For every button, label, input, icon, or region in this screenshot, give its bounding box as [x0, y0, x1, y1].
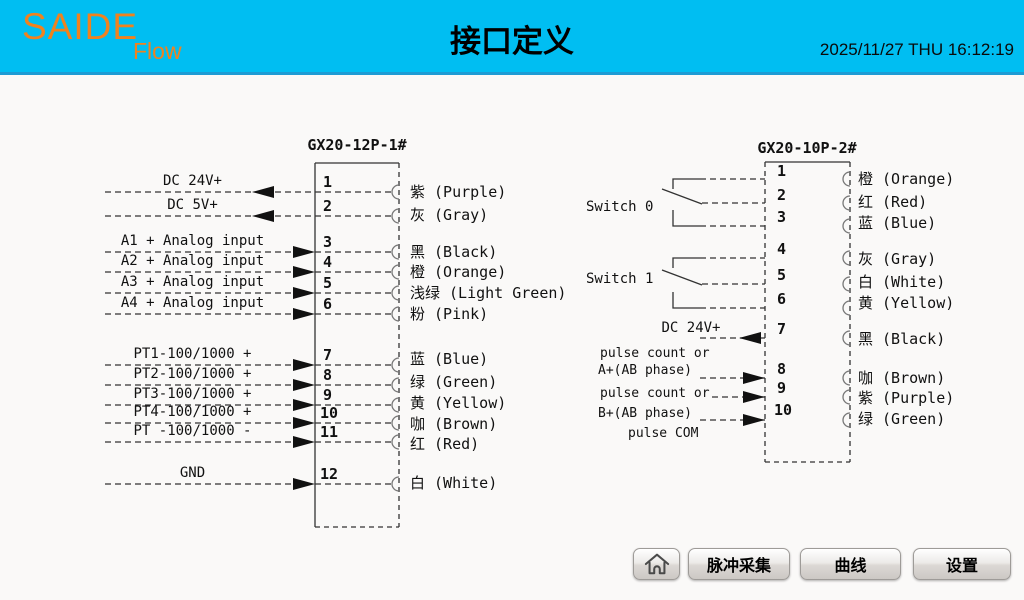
pin-number: 4: [323, 253, 333, 271]
wire-color-label: 白 (White): [858, 273, 946, 291]
right-connector-sockets: [842, 171, 851, 428]
right-connector-arrows: [739, 332, 765, 426]
settings-button[interactable]: 设置: [913, 548, 1011, 580]
pin-signal-label: PT1-100/1000 +: [133, 346, 252, 362]
pin-number: 9: [777, 379, 787, 397]
pin-number: 12: [320, 465, 339, 483]
wire-color-label: 黑 (Black): [410, 243, 498, 261]
pin-signal-label: A2 + Analog input: [120, 253, 265, 269]
pin-number: 6: [323, 295, 333, 313]
wire-color-label: 灰 (Gray): [858, 250, 937, 268]
wire-color-label: 红 (Red): [410, 435, 480, 453]
left-connector-title: GX20-12P-1#: [307, 136, 407, 154]
wire-color-label: 橙 (Orange): [858, 170, 955, 188]
pin-signal-label: GND: [179, 465, 206, 481]
pin-number: 10: [774, 401, 793, 419]
pin-signal-label: DC 24V+: [162, 173, 222, 189]
pin-number: 7: [777, 320, 787, 338]
pin-number: 10: [320, 404, 339, 422]
wire-color-label: 咖 (Brown): [858, 369, 946, 387]
wire-color-label: 绿 (Green): [410, 373, 498, 391]
wire-color-label: 黄 (Yellow): [410, 394, 507, 412]
pulse-label: pulse count or: [600, 346, 710, 361]
pin-number: 7: [323, 346, 333, 364]
wire-color-label: 黑 (Black): [858, 330, 946, 348]
switch-0-symbol: [661, 178, 703, 227]
switch0-label: Switch 0: [586, 199, 654, 215]
wire-color-label: 咖 (Brown): [410, 415, 498, 433]
pin-number: 3: [777, 208, 787, 226]
curve-button[interactable]: 曲线: [800, 548, 901, 580]
pin-signal-label: PT -100/1000 -: [133, 423, 252, 439]
wire-color-label: 蓝 (Blue): [410, 350, 489, 368]
pulse-label: pulse COM: [628, 426, 699, 441]
wire-color-label: 蓝 (Blue): [858, 214, 937, 232]
switch1-label: Switch 1: [586, 271, 654, 287]
pin-number: 8: [777, 360, 787, 378]
right-connector-wires: [700, 178, 765, 421]
pin-signal-label: PT2-100/1000 +: [133, 366, 252, 382]
pin-number: 5: [323, 274, 333, 292]
pin-number: 2: [777, 186, 787, 204]
pin-signal-label: A4 + Analog input: [120, 295, 265, 311]
header-bar: SAIDE Flow 接口定义 2025/11/27 THU 16:12:19: [0, 0, 1024, 75]
pin-number: 4: [777, 240, 787, 258]
pin-signal-label: A1 + Analog input: [120, 233, 265, 249]
home-icon: [644, 553, 669, 575]
pin-signal-label: PT4-100/1000 +: [133, 404, 252, 420]
dc24v-label: DC 24V+: [661, 320, 721, 336]
pin-signal-label: DC 5V+: [167, 197, 218, 213]
pin-number: 2: [323, 197, 333, 215]
page-title: 接口定义: [450, 24, 574, 59]
wire-color-label: 浅绿 (Light Green): [410, 284, 567, 302]
pin-number: 6: [777, 290, 787, 308]
pin-number: 3: [323, 233, 333, 251]
logo-flow: Flow: [133, 38, 182, 64]
datetime: 2025/11/27 THU 16:12:19: [819, 40, 1014, 59]
logo-saide: SAIDE: [22, 6, 139, 47]
pulse-label: pulse count or: [600, 386, 710, 401]
wire-color-label: 紫 (Purple): [410, 183, 507, 201]
pin-number: 8: [323, 366, 333, 384]
wire-color-label: 绿 (Green): [858, 410, 946, 428]
pin-number: 11: [320, 423, 339, 441]
wire-color-label: 白 (White): [410, 474, 498, 492]
pin-number: 1: [323, 173, 333, 191]
wire-color-label: 橙 (Orange): [410, 263, 507, 281]
pin-signal-label: A3 + Analog input: [120, 274, 265, 290]
wire-color-label: 紫 (Purple): [858, 389, 955, 407]
pin-number: 9: [323, 386, 333, 404]
pulse-acquisition-button[interactable]: 脉冲采集: [688, 548, 790, 580]
wire-color-label: 粉 (Pink): [410, 305, 489, 323]
pulse-label: B+(AB phase): [598, 406, 692, 421]
right-connector-title: GX20-10P-2#: [757, 139, 857, 157]
pulse-label: A+(AB phase): [598, 363, 692, 378]
pin-number: 5: [777, 266, 787, 284]
wire-color-label: 灰 (Gray): [410, 206, 489, 224]
pin-number: 1: [777, 162, 787, 180]
wire-color-label: 红 (Red): [858, 193, 928, 211]
home-button[interactable]: [633, 548, 680, 580]
switch-1-symbol: [661, 257, 703, 309]
pin-signal-label: PT3-100/1000 +: [133, 386, 252, 402]
wire-color-label: 黄 (Yellow): [858, 294, 955, 312]
left-connector-arrows: [252, 186, 315, 490]
left-connector-sockets: [391, 184, 400, 492]
